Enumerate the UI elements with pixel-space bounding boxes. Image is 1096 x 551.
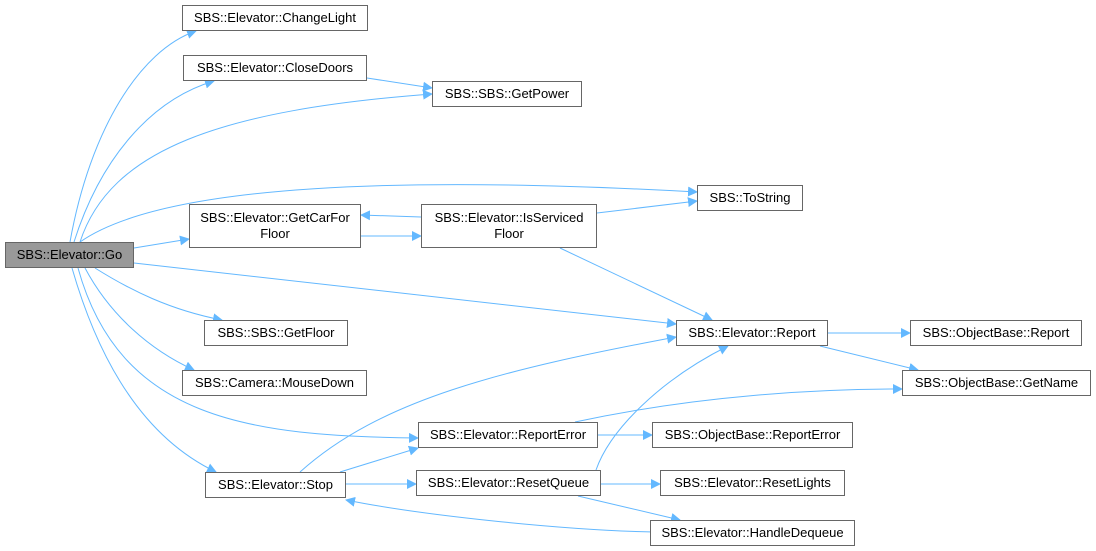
node-get-power[interactable]: SBS::SBS::GetPower [432, 81, 582, 107]
node-to-string[interactable]: SBS::ToString [697, 185, 803, 211]
node-mouse-down[interactable]: SBS::Camera::MouseDown [182, 370, 367, 396]
edge-report-to-object-base-get-name [819, 345, 919, 373]
node-go: SBS::Elevator::Go [5, 242, 134, 268]
node-stop[interactable]: SBS::Elevator::Stop [205, 472, 346, 498]
edge-go-to-close-doors [73, 78, 215, 243]
edge-is-serviced-floor-to-report [559, 247, 713, 321]
edge-go-to-get-floor [94, 267, 223, 324]
node-is-serviced-floor[interactable]: SBS::Elevator::IsServiced Floor [421, 204, 597, 248]
edge-stop-to-report-error [339, 445, 419, 473]
node-object-base-get-name[interactable]: SBS::ObjectBase::GetName [902, 370, 1091, 396]
edge-close-doors-to-get-power [366, 77, 433, 92]
node-report-error[interactable]: SBS::Elevator::ReportError [418, 422, 598, 448]
edge-go-to-mouse-down [84, 267, 195, 371]
edges-layer [69, 29, 919, 533]
edge-stop-to-report [299, 333, 677, 473]
edge-go-to-report-error [77, 267, 419, 443]
edge-is-serviced-floor-to-get-car-for-floor [360, 210, 422, 221]
node-get-floor[interactable]: SBS::SBS::GetFloor [204, 320, 348, 346]
node-get-car-for-floor[interactable]: SBS::Elevator::GetCarFor Floor [189, 204, 361, 248]
node-handle-dequeue[interactable]: SBS::Elevator::HandleDequeue [650, 520, 855, 546]
node-object-base-report[interactable]: SBS::ObjectBase::Report [910, 320, 1082, 346]
node-reset-lights[interactable]: SBS::Elevator::ResetLights [660, 470, 845, 496]
node-close-doors[interactable]: SBS::Elevator::CloseDoors [183, 55, 367, 81]
node-report[interactable]: SBS::Elevator::Report [676, 320, 828, 346]
edge-go-to-to-string [79, 184, 698, 243]
edge-go-to-get-power [79, 89, 433, 243]
edge-handle-dequeue-to-stop [345, 496, 655, 533]
edge-reset-queue-to-report [595, 345, 729, 471]
edge-report-error-to-object-base-get-name [574, 384, 903, 423]
node-object-base-report-error[interactable]: SBS::ObjectBase::ReportError [652, 422, 853, 448]
edge-go-to-stop [71, 267, 217, 473]
edge-is-serviced-floor-to-to-string [596, 197, 698, 214]
edge-go-to-report [133, 262, 677, 328]
edge-go-to-change-light [69, 29, 197, 243]
node-change-light[interactable]: SBS::Elevator::ChangeLight [182, 5, 368, 31]
edge-reset-queue-to-handle-dequeue [577, 495, 681, 523]
node-reset-queue[interactable]: SBS::Elevator::ResetQueue [416, 470, 601, 496]
edge-go-to-get-car-for-floor [133, 235, 190, 249]
